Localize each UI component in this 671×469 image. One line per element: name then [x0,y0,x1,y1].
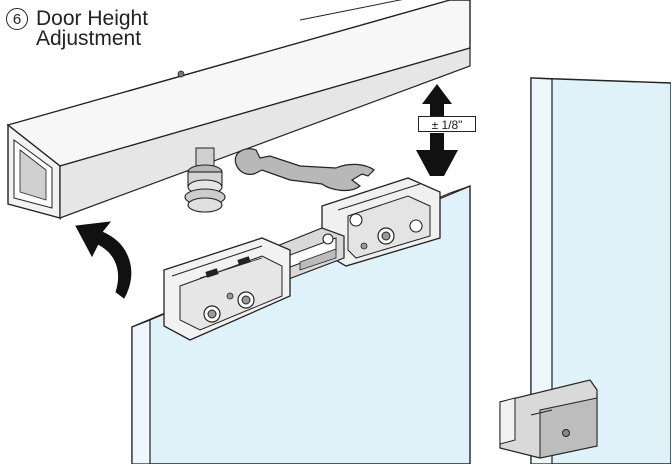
adjustment-range-label: ± 1/8" [418,116,476,132]
wrench [234,148,375,192]
step-title: Door Height Adjustment [36,7,149,50]
step-number-circle: 6 [6,8,28,30]
rotation-arrow-icon [75,221,132,299]
roller-carriage [163,177,441,341]
up-down-arrow-icon [416,84,458,176]
overhead-track [6,0,471,221]
floor-guide [499,379,598,459]
glass-panel-side-view [530,77,671,465]
adjustment-bolt [184,147,226,213]
